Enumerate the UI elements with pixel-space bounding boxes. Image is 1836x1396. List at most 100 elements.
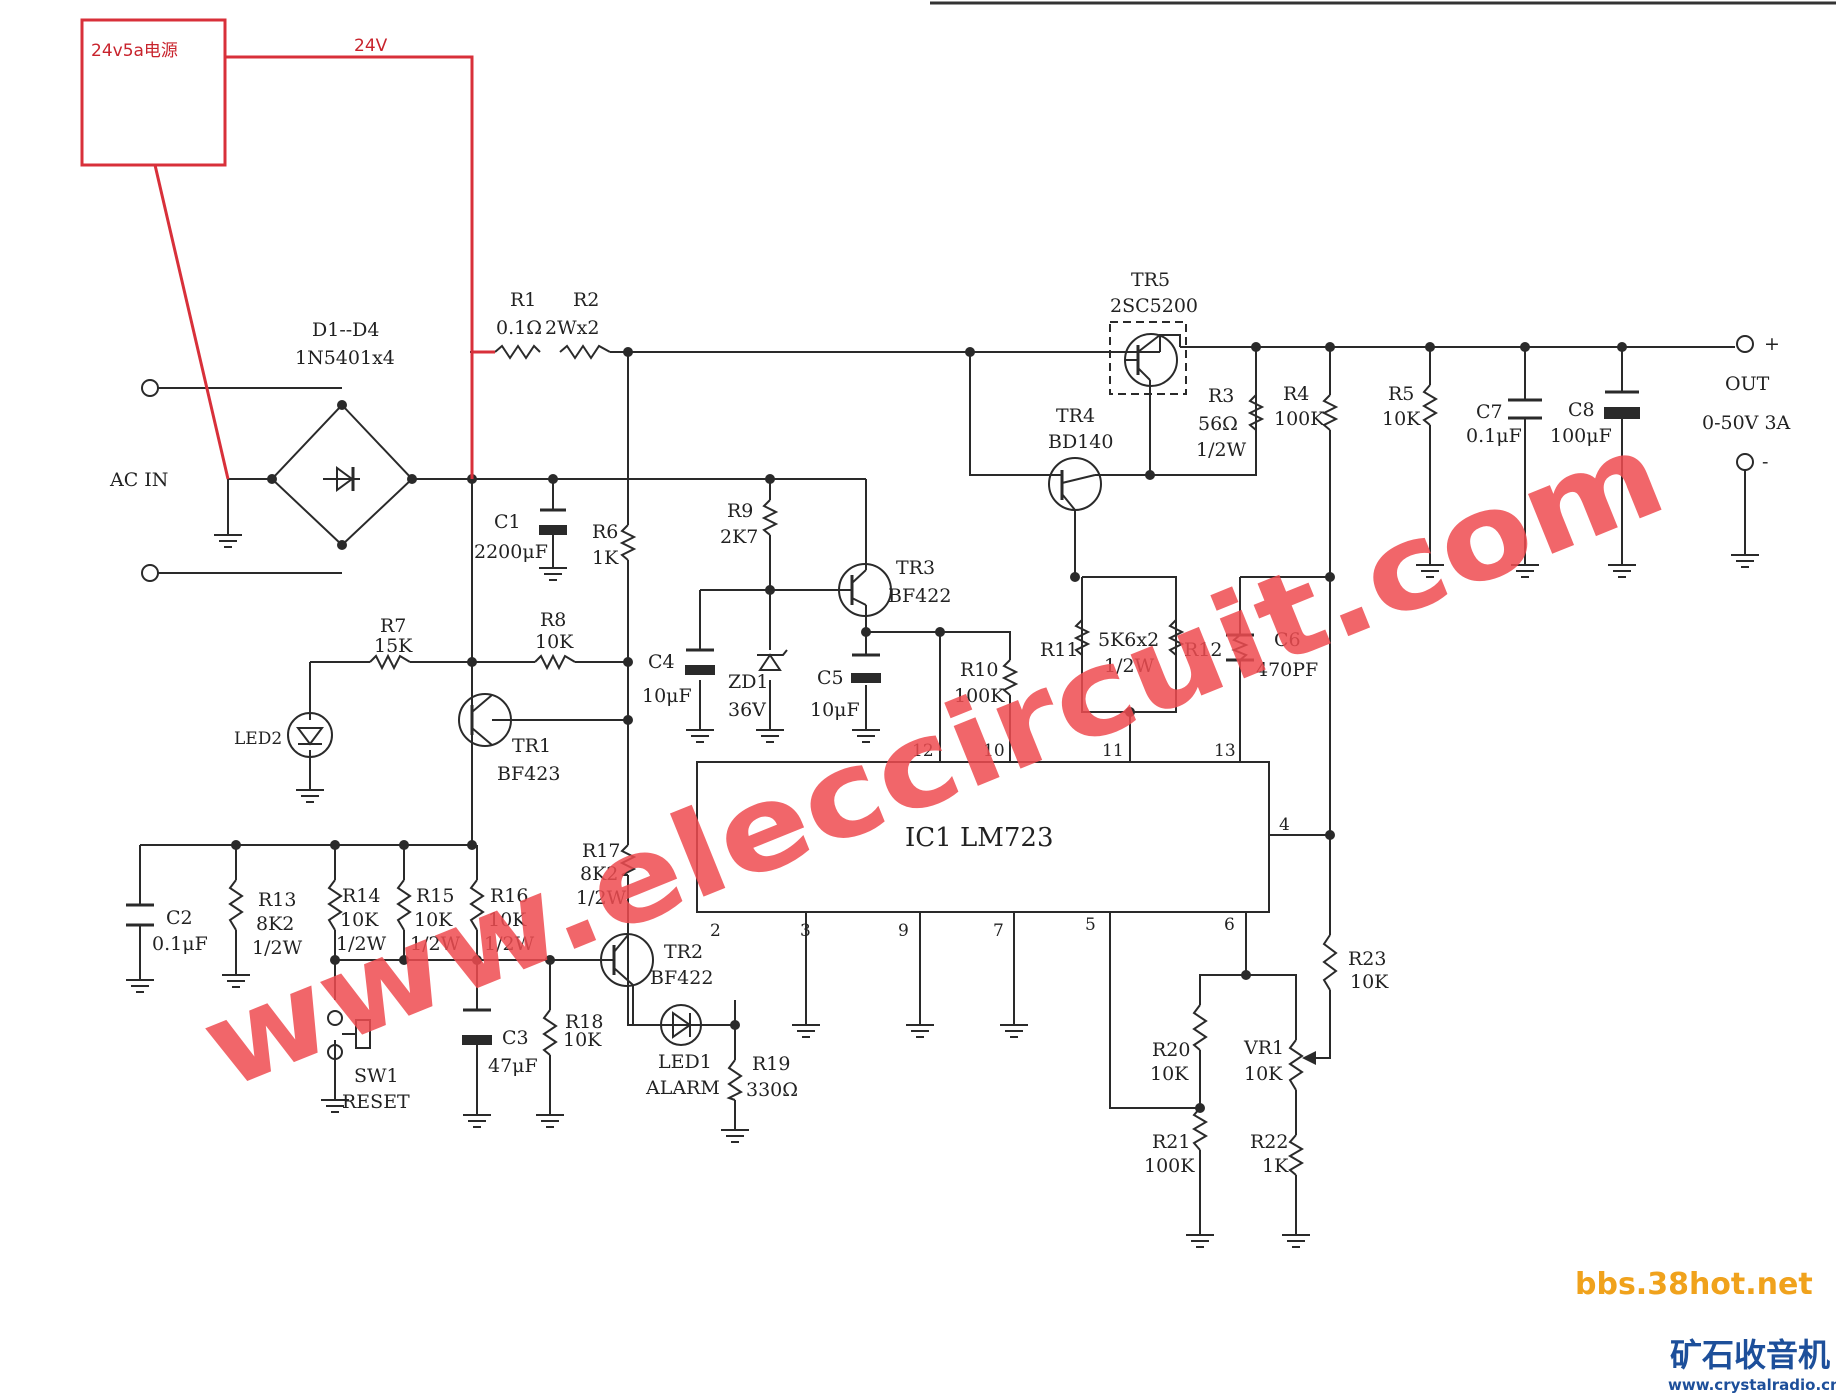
tr3-label: TR3 bbox=[896, 557, 935, 579]
r4-value: 100K bbox=[1274, 408, 1325, 430]
power-supply-box bbox=[80, 18, 227, 167]
c7-value: 0.1μF bbox=[1466, 425, 1522, 447]
r17-label: R17 bbox=[582, 840, 620, 862]
r6-label: R6 bbox=[592, 521, 618, 543]
r13-rating: 1/2W bbox=[252, 937, 303, 959]
r7-value: 15K bbox=[374, 635, 413, 657]
sw1-value: RESET bbox=[342, 1091, 410, 1113]
red-annotation: 24v5a电源 24V bbox=[80, 18, 495, 480]
zd1-value: 36V bbox=[728, 699, 766, 721]
ic1-label: IC1 LM723 bbox=[905, 823, 1053, 853]
c6-label: C6 bbox=[1274, 629, 1301, 651]
brand-url: www.crystalradio.cn bbox=[1668, 1376, 1836, 1394]
led-symbols bbox=[287, 712, 702, 1046]
r9-label: R9 bbox=[727, 500, 753, 522]
r17-value: 8K2 bbox=[580, 863, 618, 885]
capacitor-symbols bbox=[126, 390, 1640, 1045]
c4-label: C4 bbox=[648, 651, 675, 673]
site-watermark: bbs.38hot.net bbox=[1575, 1267, 1813, 1302]
r10-value: 100K bbox=[954, 685, 1005, 707]
output-terminals bbox=[141, 335, 1754, 582]
r3-label: R3 bbox=[1208, 385, 1234, 407]
tr4-value: BD140 bbox=[1048, 431, 1113, 453]
vr1-wiper-arrow bbox=[1302, 1051, 1316, 1065]
r1-value: 0.1Ω bbox=[496, 317, 542, 339]
r22-value: 1K bbox=[1262, 1155, 1289, 1177]
r2-label: R2 bbox=[573, 289, 599, 311]
r13-value: 8K2 bbox=[256, 913, 294, 935]
out-plus-sign: + bbox=[1764, 333, 1780, 355]
r12-label: R12 bbox=[1184, 639, 1222, 661]
r3-rating: 1/2W bbox=[1196, 439, 1247, 461]
out-minus-sign: - bbox=[1762, 451, 1768, 473]
r20-label: R20 bbox=[1152, 1039, 1190, 1061]
pin-13: 13 bbox=[1214, 741, 1236, 761]
c1-label: C1 bbox=[494, 511, 521, 533]
r16-rating: 1/2W bbox=[484, 933, 535, 955]
r8-label: R8 bbox=[540, 609, 566, 631]
r14-label: R14 bbox=[342, 885, 380, 907]
ic1-lm723-box bbox=[696, 761, 1270, 913]
out-label: OUT bbox=[1725, 373, 1770, 395]
pin-7: 7 bbox=[993, 921, 1004, 941]
r18-label: R18 bbox=[565, 1011, 603, 1033]
reset-switch bbox=[327, 1010, 371, 1060]
c7-label: C7 bbox=[1476, 401, 1503, 423]
tr2-label: TR2 bbox=[664, 941, 703, 963]
power-supply-label: 24v5a电源 bbox=[91, 41, 178, 61]
wiring bbox=[139, 334, 1746, 1235]
led2-label: LED2 bbox=[234, 729, 282, 749]
r22-label: R22 bbox=[1250, 1131, 1288, 1153]
r8-value: 10K bbox=[535, 631, 574, 653]
led1-value: ALARM bbox=[645, 1077, 720, 1099]
c5-label: C5 bbox=[817, 667, 844, 689]
c6-value: 470PF bbox=[1256, 659, 1318, 681]
r21-label: R21 bbox=[1152, 1131, 1190, 1153]
r23-label: R23 bbox=[1348, 948, 1386, 970]
r6-value: 1K bbox=[592, 547, 619, 569]
c8-label: C8 bbox=[1568, 399, 1595, 421]
r19-value: 330Ω bbox=[746, 1079, 798, 1101]
tr4-label: TR4 bbox=[1056, 405, 1095, 427]
transistor-symbols bbox=[458, 321, 1187, 987]
ac-in-label: AC IN bbox=[109, 469, 168, 491]
pin-6: 6 bbox=[1224, 915, 1235, 935]
r5-value: 10K bbox=[1382, 408, 1421, 430]
pin-10: 10 bbox=[983, 741, 1005, 761]
vr1-value: 10K bbox=[1244, 1063, 1283, 1085]
r1-label: R1 bbox=[510, 289, 536, 311]
brand-chinese-logo: 矿石收音机 bbox=[1670, 1336, 1830, 1374]
r18-value: 10K bbox=[563, 1029, 602, 1051]
tr2-value: BF422 bbox=[650, 967, 713, 989]
r10-label: R10 bbox=[960, 659, 998, 681]
c5-value: 10μF bbox=[810, 699, 860, 721]
c3-label: C3 bbox=[502, 1027, 529, 1049]
component-labels: D1--D4 1N5401x4 AC IN R1 0.1Ω R2 2Wx2 C1… bbox=[109, 269, 1791, 1177]
r16-label: R16 bbox=[490, 885, 528, 907]
r2-value: 2Wx2 bbox=[545, 317, 599, 339]
r17-rating: 1/2W bbox=[576, 887, 627, 909]
bridge-rectifier bbox=[270, 403, 414, 547]
led1-label: LED1 bbox=[658, 1051, 712, 1073]
r14-rating: 1/2W bbox=[336, 933, 387, 955]
r15-value: 10K bbox=[414, 909, 453, 931]
d1d4-value: 1N5401x4 bbox=[295, 347, 395, 369]
r16-value: 10K bbox=[488, 909, 527, 931]
voltage-24v-label: 24V bbox=[354, 36, 388, 56]
r5-label: R5 bbox=[1388, 383, 1414, 405]
eleccircuit-watermark: www.eleccircuit.com bbox=[184, 404, 1682, 1116]
resistor-symbols bbox=[228, 344, 1438, 1176]
sw1-label: SW1 bbox=[354, 1065, 399, 1087]
pin-9: 9 bbox=[898, 921, 909, 941]
pin-2: 2 bbox=[710, 921, 721, 941]
r15-rating: 1/2W bbox=[410, 933, 461, 955]
c2-value: 0.1μF bbox=[152, 933, 208, 955]
c3-value: 47μF bbox=[488, 1055, 538, 1077]
c4-value: 10μF bbox=[642, 685, 692, 707]
r4-label: R4 bbox=[1283, 383, 1309, 405]
r14-value: 10K bbox=[340, 909, 379, 931]
tr5-value: 2SC5200 bbox=[1110, 295, 1198, 317]
r11-label: R11 bbox=[1040, 639, 1078, 661]
out-value: 0-50V 3A bbox=[1702, 412, 1791, 434]
